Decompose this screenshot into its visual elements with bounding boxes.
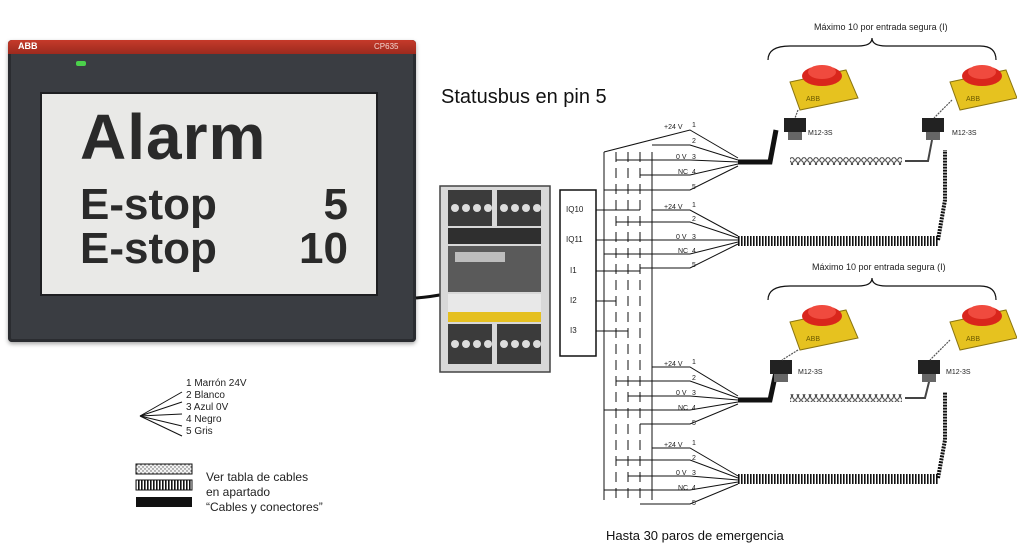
estop-button-2a [770,305,859,382]
pin-number: 4 [692,485,696,492]
cable-legend-line: “Cables y conectores” [206,500,323,514]
group-label-2: Máximo 10 por entrada segura (I) [812,262,946,272]
pin-number: 5 [692,184,696,191]
pin-number: 5 [692,262,696,269]
safety-plc [439,185,551,373]
pin-number: 1 [692,440,696,447]
cable-swatch-solid [136,497,192,507]
pin-number: 3 [692,154,696,161]
io-label-i3: I3 [570,326,577,335]
pin-label: +24 V [664,361,683,368]
statusbus-title: Statusbus en pin 5 [441,86,607,108]
pin-label: NC [678,248,689,255]
connector-label: M12-3S [808,130,833,137]
status-led [76,61,86,66]
io-terminal-box [559,189,597,357]
pin-label: 0 V [676,154,687,161]
coiled-leads [781,99,953,361]
button-brand: ABB [806,336,821,343]
cable-swatch-coil [135,463,193,475]
pin-label: 0 V [676,234,687,241]
connector-label: M12-3S [946,369,971,376]
cable-legend-line: Ver tabla de cables [206,470,309,484]
connector-label: M12-3S [952,130,977,137]
pin-label: +24 V [664,204,683,211]
estop-label-1: E-stop [80,180,217,229]
pin-number: 1 [692,359,696,366]
legend-item: 2 Blanco [186,390,225,401]
estop-value-2: 10 [299,224,348,273]
io-label-i2: I2 [570,296,577,305]
wire-fan-icon [139,391,183,437]
legend-item: 4 Negro [186,414,222,425]
pin-label: +24 V [664,124,683,131]
hmi-screen [40,92,378,296]
estop-button-1b [922,65,1017,140]
group-bracket-1 [767,37,997,61]
group-bracket-2 [767,277,997,301]
io-label-iq11: IQ11 [566,235,583,244]
cable-swatch-striped [135,479,193,491]
estop-button-2b [918,305,1017,382]
pin-label: 0 V [676,470,687,477]
pin-number: 3 [692,390,696,397]
button-brand: ABB [966,96,981,103]
pin-number: 2 [692,455,696,462]
estop-button-1a [784,65,859,140]
pin-number: 1 [692,122,696,129]
io-label-iq10: IQ10 [566,205,584,214]
pin-number: 4 [692,169,696,176]
connector-label: M12-3S [798,369,823,376]
pin-label: NC [678,405,689,412]
bottom-caption: Hasta 30 paros de emergencia [606,528,784,543]
connector-fans [603,129,739,505]
wire-color-legend: 1 Marrón 24V 2 Blanco 3 Azul 0V 4 Negro … [186,378,247,438]
button-brand: ABB [966,336,981,343]
legend-item: 5 Gris [186,426,213,437]
estop-label-2: E-stop [80,224,217,273]
button-brand: ABB [806,96,821,103]
group-label-1: Máximo 10 por entrada segura (I) [814,22,948,32]
pin-number: 5 [692,420,696,427]
pin-number: 5 [692,500,696,507]
pin-number: 3 [692,234,696,241]
cables [738,129,947,484]
alarm-title: Alarm [80,101,267,173]
pin-label: NC [678,485,689,492]
pin-number: 4 [692,248,696,255]
legend-item: 1 Marrón 24V [186,378,247,389]
pin-label: NC [678,169,689,176]
pin-number: 2 [692,375,696,382]
pin-number: 3 [692,470,696,477]
hmi-top-bar [8,40,416,54]
io-label-i1: I1 [570,266,577,275]
pin-label: +24 V [664,442,683,449]
io-wiring [596,152,653,500]
pin-number: 2 [692,138,696,145]
pin-number: 1 [692,202,696,209]
pin-label: 0 V [676,390,687,397]
estop-value-1: 5 [323,180,348,229]
pin-number: 4 [692,405,696,412]
hmi-model: CP635 [374,42,399,51]
cable-legend-text: Ver tabla de cables en apartado “Cables … [206,470,323,515]
pin-number: 2 [692,216,696,223]
cable-legend-line: en apartado [206,485,271,499]
legend-item: 3 Azul 0V [186,402,229,413]
hmi-brand: ABB [18,41,38,51]
